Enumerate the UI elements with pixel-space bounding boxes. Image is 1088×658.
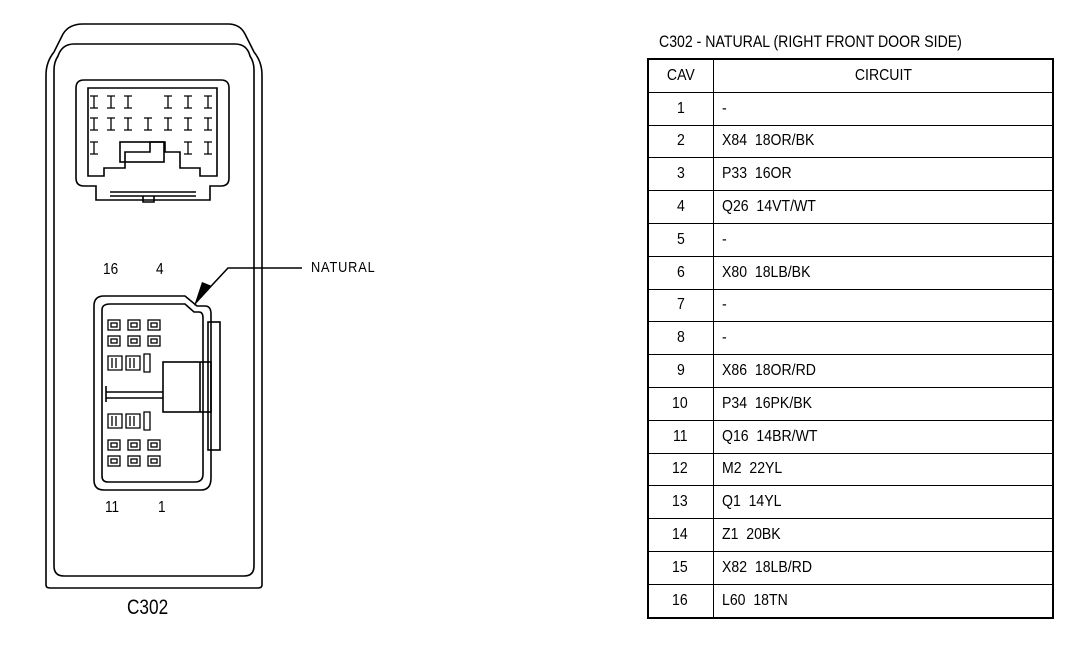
cav-cell: 3 [647,157,714,192]
circuit-cell: X84 18OR/BK [713,124,1054,159]
rear-terminals [90,95,212,155]
cav-cell: 13 [647,485,714,520]
circuit-cell: X80 18LB/BK [713,255,1054,290]
pin-label-4: 4 [156,261,164,278]
table-row: 8- [647,321,1054,356]
pin-label-1: 1 [158,499,166,516]
circuit-cell: - [713,288,1054,323]
cav-cell: 10 [647,386,714,421]
cav-cell: 12 [647,452,714,487]
cav-cell: 14 [647,518,714,552]
connector-name: C302 [127,596,169,619]
housing-inner [53,43,255,577]
cav-cell: 7 [647,288,714,323]
circuit-cell: - [713,321,1054,356]
cav-cell: 8 [647,321,714,356]
cav-cell: 9 [647,354,714,388]
table-header-row: CAV CIRCUIT [647,58,1054,93]
pin-label-11: 11 [105,499,120,516]
circuit-cell: Z1 20BK [713,518,1054,552]
housing-outer [45,23,263,589]
cav-cell: 2 [647,124,714,159]
table-row: 7- [647,288,1054,323]
cav-cell: 5 [647,222,714,257]
circuit-cell: M2 22YL [713,452,1054,487]
connector-diagram [45,23,302,589]
cav-cell: 11 [647,419,714,454]
cav-cell: 6 [647,255,714,290]
circuit-cell: - [713,91,1054,126]
cav-cell: 1 [647,91,714,126]
circuit-cell: Q16 14BR/WT [713,419,1054,454]
cav-cell: 16 [647,583,714,619]
circuit-cell: Q26 14VT/WT [713,190,1054,224]
table-row: 1- [647,91,1054,126]
circuit-cell: L60 18TN [713,583,1054,619]
pin-label-16: 16 [103,261,119,278]
circuit-cell: X82 18LB/RD [713,550,1054,585]
table-title: C302 - NATURAL (RIGHT FRONT DOOR SIDE) [659,32,962,51]
circuit-cell: P34 16PK/BK [713,386,1054,421]
callout-arrowhead [194,282,212,306]
rear-connector [75,79,230,203]
table-row: 5- [647,222,1054,257]
circuit-cell: X86 18OR/RD [713,354,1054,388]
cav-cell: 4 [647,190,714,224]
front-cavities [107,319,161,467]
circuit-header: CIRCUIT [713,58,1054,93]
front-connector [93,295,221,491]
circuit-cell: Q1 14YL [713,485,1054,520]
color-callout-label: NATURAL [311,259,376,276]
callout-leader-line [199,267,302,299]
cav-cell: 15 [647,550,714,585]
circuit-cell: P33 16OR [713,157,1054,192]
cav-header: CAV [647,58,714,93]
circuit-cell: - [713,222,1054,257]
